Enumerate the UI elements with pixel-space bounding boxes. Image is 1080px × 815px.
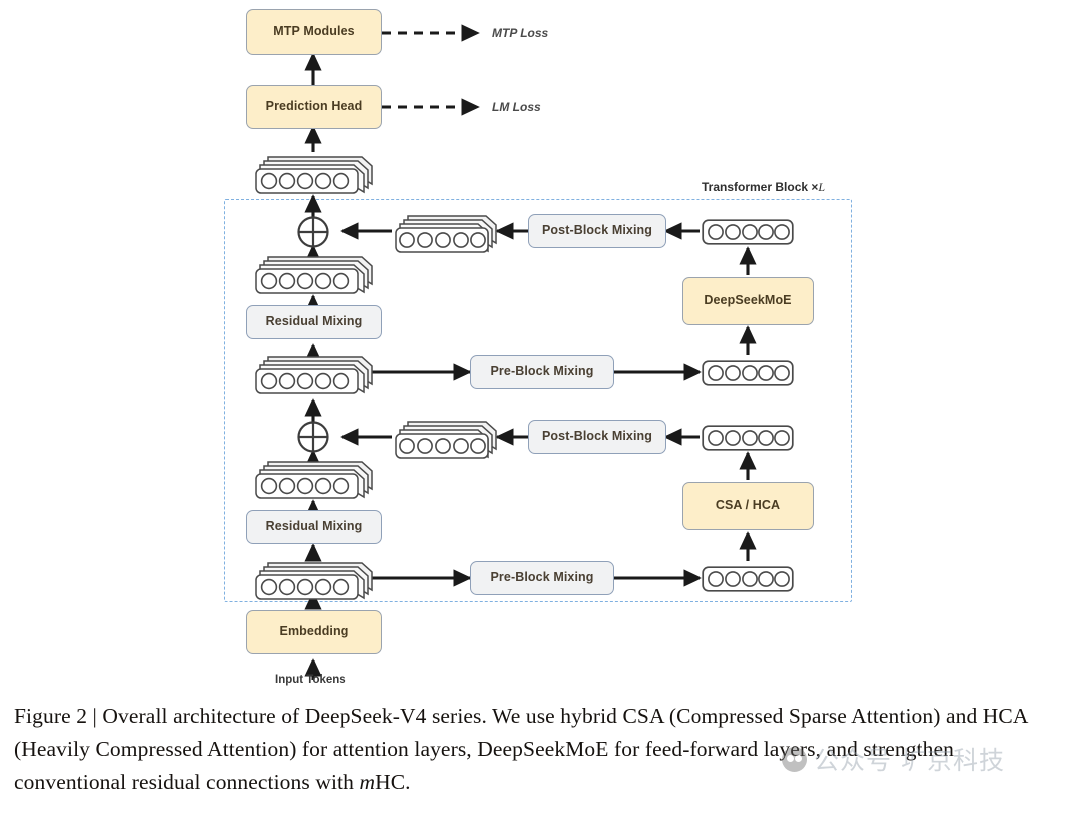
post-block-mixing-lower-label: Post-Block Mixing [541,429,653,444]
pre-block-mixing-lower-box[interactable]: Pre-Block Mixing [470,561,614,595]
pre-block-mixing-lower-label: Pre-Block Mixing [490,570,594,585]
pre-block-mixing-upper-box[interactable]: Pre-Block Mixing [470,355,614,389]
prediction-head-label: Prediction Head [265,99,363,114]
mtp-modules-label: MTP Modules [273,24,355,39]
caption-body-first: Overall architecture of DeepSeek-V4 seri… [14,704,1028,794]
lm-loss-label: LM Loss [492,100,541,114]
embedding-label: Embedding [279,624,349,639]
token-stack-embedding-out [252,558,374,603]
residual-mixing-lower-label: Residual Mixing [265,519,363,534]
residual-mixing-upper-label: Residual Mixing [265,314,363,329]
prediction-head-box[interactable]: Prediction Head [246,85,382,129]
token-row-attention-in [702,566,794,592]
figure-caption: Figure 2 | Overall architecture of DeepS… [14,700,1070,799]
transformer-block-container [224,199,852,602]
csa-hca-box[interactable]: CSA / HCA [682,482,814,530]
token-row-attention-out [702,425,794,451]
caption-italic-m: m [359,770,376,794]
post-block-mixing-upper-box[interactable]: Post-Block Mixing [528,214,666,248]
post-block-mixing-lower-box[interactable]: Post-Block Mixing [528,420,666,454]
token-row-moe-out [702,219,794,245]
architecture-figure: Transformer Block ×L [224,9,852,686]
deepseekmoe-box[interactable]: DeepSeekMoE [682,277,814,325]
token-stack-lower-residual-out [252,457,374,502]
transformer-block-label: Transformer Block ×L [702,180,825,195]
mtp-loss-label: MTP Loss [492,26,549,40]
caption-body-last: HC. [375,770,411,794]
mtp-modules-box[interactable]: MTP Modules [246,9,382,55]
token-stack-lower-postmix-out [392,417,498,462]
pre-block-mixing-upper-label: Pre-Block Mixing [490,364,594,379]
caption-figure-number: Figure 2 | [14,704,103,728]
csa-hca-label: CSA / HCA [715,498,781,513]
transformer-block-label-text: Transformer Block × [702,180,819,194]
deepseekmoe-label: DeepSeekMoE [704,293,792,308]
residual-mixing-upper-box[interactable]: Residual Mixing [246,305,382,339]
token-stack-upper-residual-out [252,252,374,297]
embedding-box[interactable]: Embedding [246,610,382,654]
token-row-moe-in [702,360,794,386]
token-stack-upper-block-input [252,352,374,397]
input-tokens-label: Input Tokens [275,674,346,686]
token-stack-output [252,152,374,197]
transformer-block-repeat-count: L [818,180,826,194]
post-block-mixing-upper-label: Post-Block Mixing [541,223,653,238]
token-stack-upper-postmix-out [392,211,498,256]
residual-mixing-lower-box[interactable]: Residual Mixing [246,510,382,544]
